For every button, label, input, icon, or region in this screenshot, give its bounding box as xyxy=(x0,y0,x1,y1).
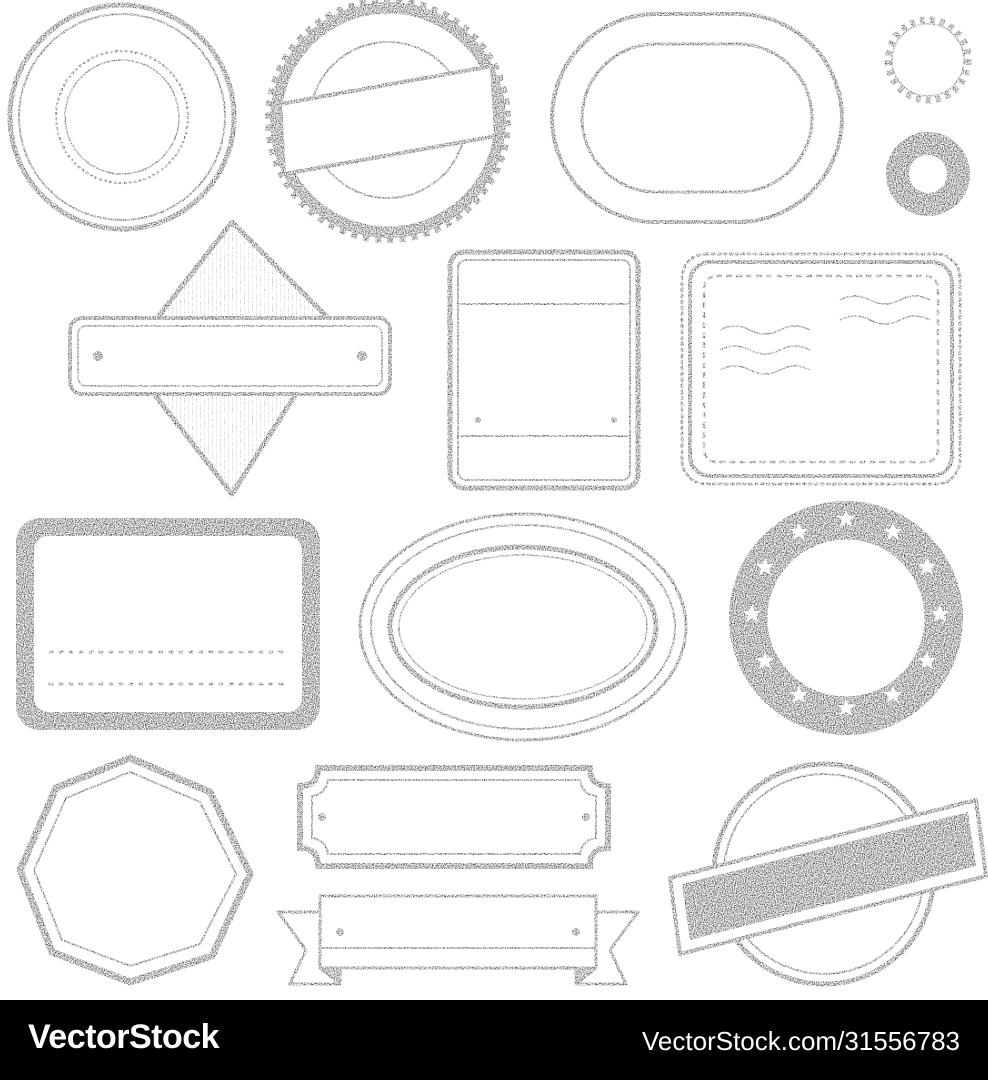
dark-ring-stamp xyxy=(886,132,970,216)
diamond-plate-stamp xyxy=(68,219,392,497)
rectangle-label-stamp xyxy=(447,249,641,491)
grunge-frame-stamp xyxy=(16,518,320,730)
ellipse-stamp xyxy=(358,512,688,742)
plaque-stamp xyxy=(297,765,611,869)
oval-rounded-stamp xyxy=(550,12,844,224)
round-dotted-stamp xyxy=(7,2,237,232)
postal-dotted-stamp xyxy=(680,252,962,486)
watermark-bar: VectorStock VectorStock.com/31556783 xyxy=(0,1000,988,1080)
round-bar-stamp xyxy=(668,761,988,987)
stamp-collection xyxy=(7,0,988,987)
brand-logo-text: VectorStock xyxy=(28,1018,220,1056)
ribbon-banner-stamp xyxy=(276,894,640,986)
octagon-stamp xyxy=(16,754,254,986)
star-ring-stamp xyxy=(729,501,963,735)
scalloped-ribbon-stamp xyxy=(265,0,511,243)
small-scalloped-badge xyxy=(884,16,972,104)
image-reference: VectorStock.com/31556783 xyxy=(642,1026,960,1056)
